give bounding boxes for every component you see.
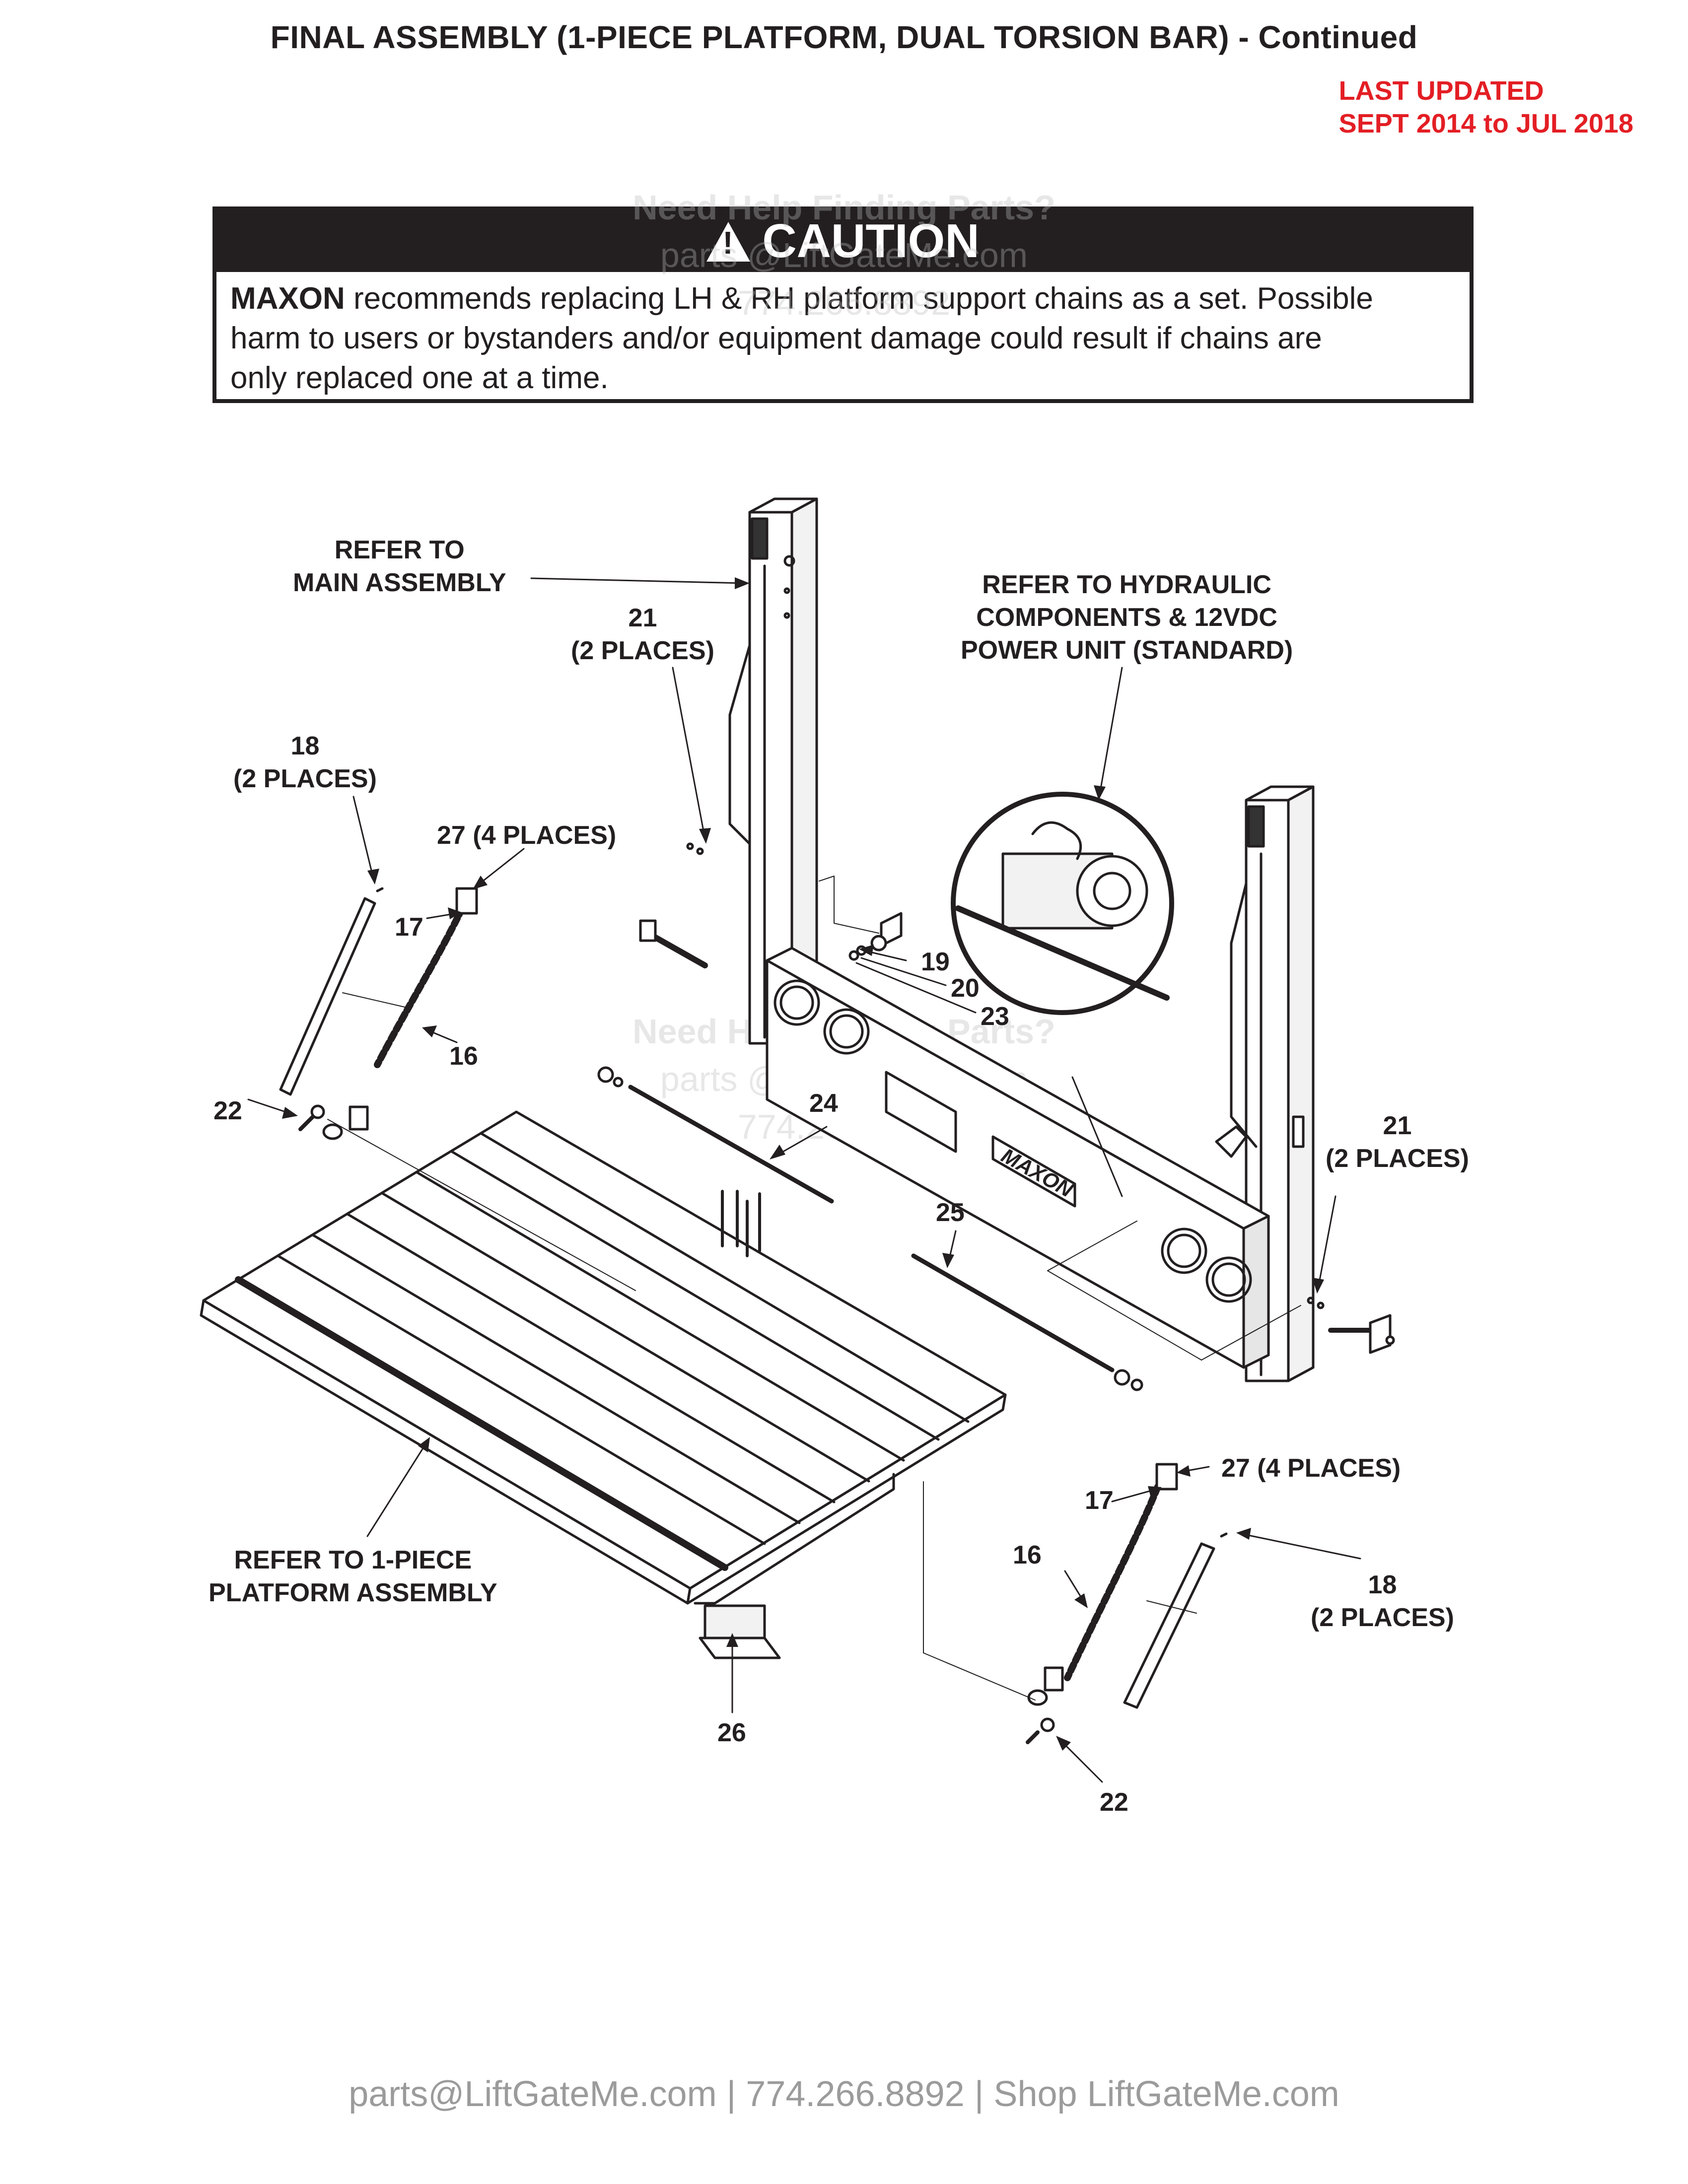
caution-brand: MAXON <box>230 281 345 316</box>
callout-part-21-top: 21 (2 PLACES) <box>571 602 714 667</box>
callout-part-26: 26 <box>717 1718 746 1747</box>
power-unit-inset <box>951 792 1174 1015</box>
callout-part-17-left: 17 <box>395 913 423 942</box>
callout-line: COMPONENTS & 12VDC <box>976 603 1277 632</box>
callout-part-16-left: 16 <box>449 1042 478 1071</box>
callout-part-18-left: 18 (2 PLACES) <box>233 730 377 795</box>
part-number: 21 <box>628 604 657 632</box>
part-number: 18 <box>290 732 320 760</box>
callout-line: REFER TO <box>334 536 465 564</box>
part-number: 18 <box>1368 1570 1397 1599</box>
callout-platform: REFER TO 1-PIECE PLATFORM ASSEMBLY <box>209 1544 497 1609</box>
callout-hydraulic: REFER TO HYDRAULIC COMPONENTS & 12VDC PO… <box>961 568 1293 667</box>
callout-part-19: 19 <box>921 948 950 976</box>
callout-part-24: 24 <box>809 1089 838 1118</box>
caution-text: MAXON recommends replacing LH & RH platf… <box>216 272 1470 398</box>
part-quantity: (2 PLACES) <box>1311 1603 1454 1632</box>
watermark-heading: Need Help Finding Parts? <box>633 188 1055 227</box>
last-updated-range: SEPT 2014 to JUL 2018 <box>1338 109 1633 138</box>
callout-main-assembly: REFER TO MAIN ASSEMBLY <box>293 534 506 599</box>
callout-part-17-right: 17 <box>1085 1486 1114 1515</box>
footer-contact: parts@LiftGateMe.com | 774.266.8892 | Sh… <box>349 2074 1339 2114</box>
cross-member: MAXON <box>766 947 1270 1369</box>
callout-part-22-left: 22 <box>213 1096 242 1125</box>
watermark-email: parts @LiftGateMe.com <box>660 236 1028 274</box>
left-chain-assembly <box>279 887 478 1140</box>
callout-part-22-right: 22 <box>1100 1788 1128 1817</box>
callout-part-23: 23 <box>981 1002 1009 1031</box>
callout-part-21-right: 21 (2 PLACES) <box>1326 1109 1469 1175</box>
caution-box: CAUTION MAXON recommends replacing LH & … <box>212 206 1474 403</box>
part-quantity: (2 PLACES) <box>233 764 377 793</box>
page-title: FINAL ASSEMBLY (1-PIECE PLATFORM, DUAL T… <box>270 19 1418 55</box>
caution-line-1: recommends replacing LH & RH platform su… <box>353 281 1373 316</box>
caution-line-2: harm to users or bystanders and/or equip… <box>230 321 1322 355</box>
watermark-phone: 774.266.8892 <box>737 283 951 322</box>
center-lines <box>327 876 1301 1701</box>
part-quantity: (2 PLACES) <box>1326 1144 1469 1173</box>
callout-part-16-right: 16 <box>1013 1541 1042 1570</box>
last-updated-label: LAST UPDATED <box>1338 76 1544 106</box>
caution-heading: CAUTION <box>762 214 980 268</box>
callout-part-20: 20 <box>951 974 980 1003</box>
callout-part-18-right: 18 (2 PLACES) <box>1311 1569 1454 1634</box>
callout-part-27-left: 27 (4 PLACES) <box>437 821 617 850</box>
part-quantity: (2 PLACES) <box>571 636 714 665</box>
callout-line: REFER TO HYDRAULIC <box>982 570 1271 599</box>
warning-triangle-icon <box>706 221 751 262</box>
callout-part-27-right: 27 (4 PLACES) <box>1221 1454 1401 1483</box>
right-chain-assembly <box>1026 1463 1228 1744</box>
part-number: 21 <box>1383 1111 1412 1140</box>
caution-header: CAUTION <box>216 210 1470 272</box>
callout-line: MAIN ASSEMBLY <box>293 568 506 597</box>
platform <box>200 1110 1007 1659</box>
watermark-top: Need Help Finding Parts? parts @LiftGate… <box>561 184 1127 327</box>
callout-part-25: 25 <box>936 1198 965 1227</box>
callout-line: PLATFORM ASSEMBLY <box>209 1578 497 1607</box>
torsion-bars <box>597 842 1395 1391</box>
caution-line-3: only replaced one at a time. <box>230 361 609 395</box>
callout-line: POWER UNIT (STANDARD) <box>961 636 1293 665</box>
callout-line: REFER TO 1-PIECE <box>234 1546 472 1574</box>
last-updated: LAST UPDATED SEPT 2014 to JUL 2018 <box>1339 74 1633 140</box>
leader-lines <box>247 577 1361 1783</box>
